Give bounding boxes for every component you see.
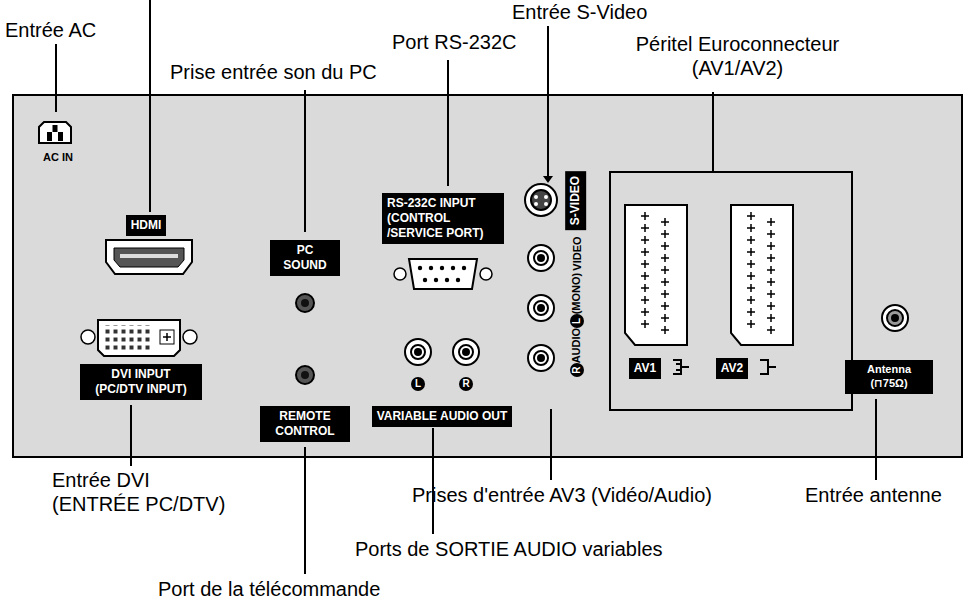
pin	[661, 242, 669, 250]
pin	[767, 254, 775, 262]
pin	[661, 254, 669, 262]
ac-socket	[39, 122, 71, 143]
pin	[429, 266, 433, 270]
channel-mark: R	[459, 377, 473, 391]
channel-mark: L	[411, 377, 425, 391]
pin	[661, 218, 669, 226]
rs232-port	[394, 259, 492, 289]
callout: Entrée AC	[5, 18, 96, 42]
pin	[767, 302, 775, 310]
pin	[747, 284, 755, 292]
pin	[747, 236, 755, 244]
pin	[747, 224, 755, 232]
callout: Entrée DVI (ENTRÉE PC/DTV)	[52, 468, 292, 516]
pin	[641, 236, 649, 244]
pin	[661, 290, 669, 298]
port-label: Antenna (⊓75Ω)	[845, 360, 933, 394]
pin	[445, 278, 449, 282]
pin	[747, 212, 755, 220]
rear-panel	[13, 95, 962, 457]
pin	[767, 218, 775, 226]
pin	[661, 326, 669, 334]
pin	[451, 266, 455, 270]
scart-frame	[610, 172, 852, 410]
pin	[661, 278, 669, 286]
callout: Péritel Euroconnecteur (AV1/AV2)	[600, 32, 875, 80]
callout: Entrée antenne	[805, 483, 942, 507]
port-label: AC IN	[43, 151, 73, 164]
leader-lines	[56, 0, 876, 574]
pin	[747, 260, 755, 268]
hdmi-port	[106, 240, 192, 274]
pin	[462, 266, 466, 270]
pin	[767, 278, 775, 286]
pin	[641, 284, 649, 292]
port-label: HDMI	[126, 215, 167, 236]
callout: Ports de SORTIE AUDIO variables	[355, 537, 663, 561]
av3-jacks	[525, 184, 557, 371]
pin	[767, 314, 775, 322]
pin	[423, 278, 427, 282]
port-label: PC SOUND	[270, 240, 340, 276]
pin	[767, 290, 775, 298]
audio-jacks	[296, 294, 314, 384]
port-label: AUDIO	[570, 328, 583, 363]
port-label: RS-232C INPUT (CONTROL /SERVICE PORT)	[382, 193, 504, 244]
pin	[661, 230, 669, 238]
port-label: (MONO)	[570, 273, 583, 315]
pin	[747, 320, 755, 328]
port-label: AV1	[629, 358, 661, 379]
dvi-port	[81, 320, 197, 356]
pin	[641, 224, 649, 232]
callout: Entrée S-Video	[512, 0, 647, 24]
pin	[767, 242, 775, 250]
pin	[641, 296, 649, 304]
callout: Port RS-232C	[392, 30, 517, 54]
pin	[641, 212, 649, 220]
pin	[767, 230, 775, 238]
callout: Prise entrée son du PC	[170, 60, 377, 84]
port-label: VIDEO	[570, 237, 583, 271]
pin	[418, 266, 422, 270]
pin	[641, 260, 649, 268]
pin	[434, 278, 438, 282]
pin	[661, 314, 669, 322]
port-label: VARIABLE AUDIO OUT	[372, 406, 513, 427]
pin	[440, 266, 444, 270]
pointer-triangle	[543, 176, 553, 183]
pin	[767, 266, 775, 274]
pin	[641, 320, 649, 328]
antenna-socket	[882, 305, 908, 331]
port-label: DVI INPUT (PC/DTV INPUT)	[80, 364, 202, 400]
port-label: AV2	[716, 358, 748, 379]
pin	[641, 248, 649, 256]
scart-connectors	[625, 205, 793, 345]
pin	[661, 266, 669, 274]
callout: Prises d'entrée AV3 (Vidéo/Audio)	[412, 483, 712, 507]
pin	[767, 326, 775, 334]
pin	[641, 308, 649, 316]
channel-mark: R	[570, 363, 584, 377]
pin	[747, 248, 755, 256]
port-label: REMOTE CONTROL	[260, 406, 350, 442]
pin	[747, 272, 755, 280]
channel-mark: L	[570, 314, 584, 328]
pin	[747, 296, 755, 304]
callout: Port de la télécommande	[158, 577, 380, 601]
pin	[661, 302, 669, 310]
pin	[641, 272, 649, 280]
pin	[456, 278, 460, 282]
rca-jacks	[405, 339, 479, 365]
pin	[747, 308, 755, 316]
port-label: S-VIDEO	[566, 170, 587, 229]
